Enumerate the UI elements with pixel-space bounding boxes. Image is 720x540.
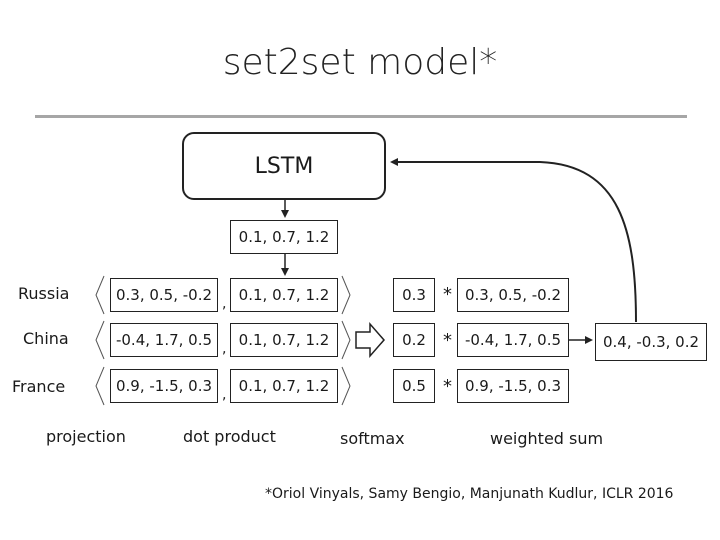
dot-bracket-close-russia <box>341 275 351 315</box>
weighted-sum-result-box: 0.4, -0.3, 0.2 <box>595 323 707 361</box>
stage-label-weighted-sum: weighted sum <box>490 429 604 448</box>
value-box-china: -0.4, 1.7, 0.5 <box>457 323 569 357</box>
weight-box-russia: 0.3 <box>393 278 435 312</box>
stage-label-dot-product: dot product <box>183 427 276 446</box>
arrow-feedback-to-lstm <box>390 158 637 323</box>
stage-label-softmax: softmax <box>340 429 405 448</box>
projection-bracket-open-france <box>95 366 105 406</box>
dot-operator-china: , <box>222 341 227 357</box>
weight-box-france: 0.5 <box>393 369 435 403</box>
dot-bracket-close-china <box>341 320 351 360</box>
title-divider <box>35 115 687 118</box>
lstm-output-box: 0.1, 0.7, 1.2 <box>230 220 338 254</box>
row-label-china: China <box>23 329 69 348</box>
row-label-france: France <box>12 377 66 396</box>
value-box-russia: 0.3, 0.5, -0.2 <box>457 278 569 312</box>
multiply-operator-france: * <box>443 376 452 397</box>
multiply-operator-china: * <box>443 330 452 351</box>
query-box-china: 0.1, 0.7, 1.2 <box>230 323 338 357</box>
projection-bracket-open-china <box>95 320 105 360</box>
query-box-russia: 0.1, 0.7, 1.2 <box>230 278 338 312</box>
dot-bracket-close-france <box>341 366 351 406</box>
weight-box-china: 0.2 <box>393 323 435 357</box>
query-box-france: 0.1, 0.7, 1.2 <box>230 369 338 403</box>
dot-operator-russia: , <box>222 296 227 312</box>
stage-label-projection: projection <box>46 427 126 446</box>
projection-box-russia: 0.3, 0.5, -0.2 <box>110 278 218 312</box>
row-label-russia: Russia <box>18 284 70 303</box>
citation-footnote: *Oriol Vinyals, Samy Bengio, Manjunath K… <box>265 486 674 502</box>
projection-box-china: -0.4, 1.7, 0.5 <box>110 323 218 357</box>
projection-box-france: 0.9, -1.5, 0.3 <box>110 369 218 403</box>
projection-bracket-open-russia <box>95 275 105 315</box>
softmax-arrow-icon <box>355 322 385 358</box>
lstm-box: LSTM <box>182 132 386 200</box>
multiply-operator-russia: * <box>443 284 452 305</box>
dot-operator-france: , <box>222 387 227 403</box>
slide-title: set2set model* <box>222 42 498 83</box>
value-box-france: 0.9, -1.5, 0.3 <box>457 369 569 403</box>
